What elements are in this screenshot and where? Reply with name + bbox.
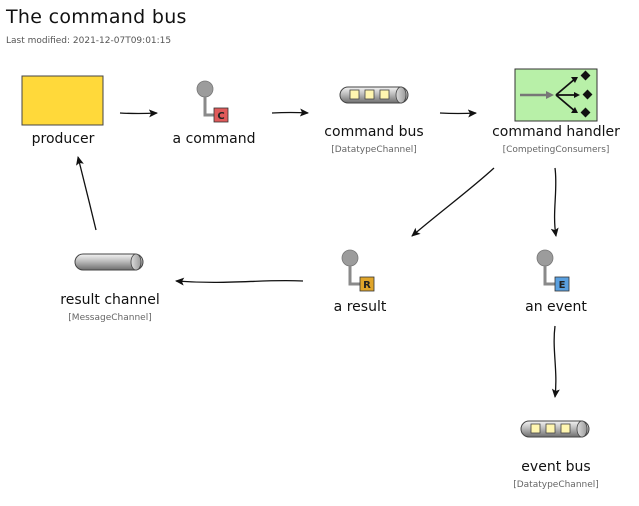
arrow-event-to-bus <box>551 325 560 398</box>
command-bus-stereotype: [DatatypeChannel] <box>331 145 417 155</box>
producer-box <box>21 75 104 126</box>
event-message-icon: E <box>536 249 570 292</box>
command-message-icon: C <box>196 80 229 123</box>
event-bus-stereotype: [DatatypeChannel] <box>513 480 599 490</box>
command-handler-stereotype: [CompetingConsumers] <box>502 145 610 155</box>
command-handler-label: command handler <box>492 124 620 140</box>
last-modified: Last modified: 2021-12-07T09:01:15 <box>6 36 172 46</box>
diagram-title: The command bus <box>6 6 187 28</box>
arrow-handler-to-event <box>550 167 559 237</box>
arrow-command-to-bus <box>271 108 309 117</box>
command-badge-letter: C <box>217 111 224 122</box>
result-channel-stereotype: [MessageChannel] <box>68 313 152 323</box>
result-label: a result <box>333 299 387 315</box>
command-bus-label: command bus <box>324 124 424 140</box>
event-label: an event <box>525 299 587 315</box>
arrow-result-to-channel <box>175 277 304 286</box>
result-channel-label: result channel <box>60 292 160 308</box>
command-label: a command <box>172 131 256 147</box>
result-badge-letter: R <box>363 280 371 291</box>
producer-label: producer <box>31 131 95 147</box>
event-bus-channel-icon <box>520 420 590 438</box>
arrow-channel-to-producer <box>76 156 97 231</box>
result-channel-icon <box>74 253 144 271</box>
event-badge-letter: E <box>559 280 566 291</box>
arrow-bus-to-handler <box>439 109 477 118</box>
result-message-icon: R <box>341 249 375 292</box>
event-bus-label: event bus <box>521 459 591 475</box>
command-bus-channel-icon <box>339 86 409 104</box>
arrow-producer-to-command <box>119 109 158 118</box>
arrow-handler-to-result <box>411 167 495 237</box>
competing-consumers-icon <box>514 68 598 122</box>
